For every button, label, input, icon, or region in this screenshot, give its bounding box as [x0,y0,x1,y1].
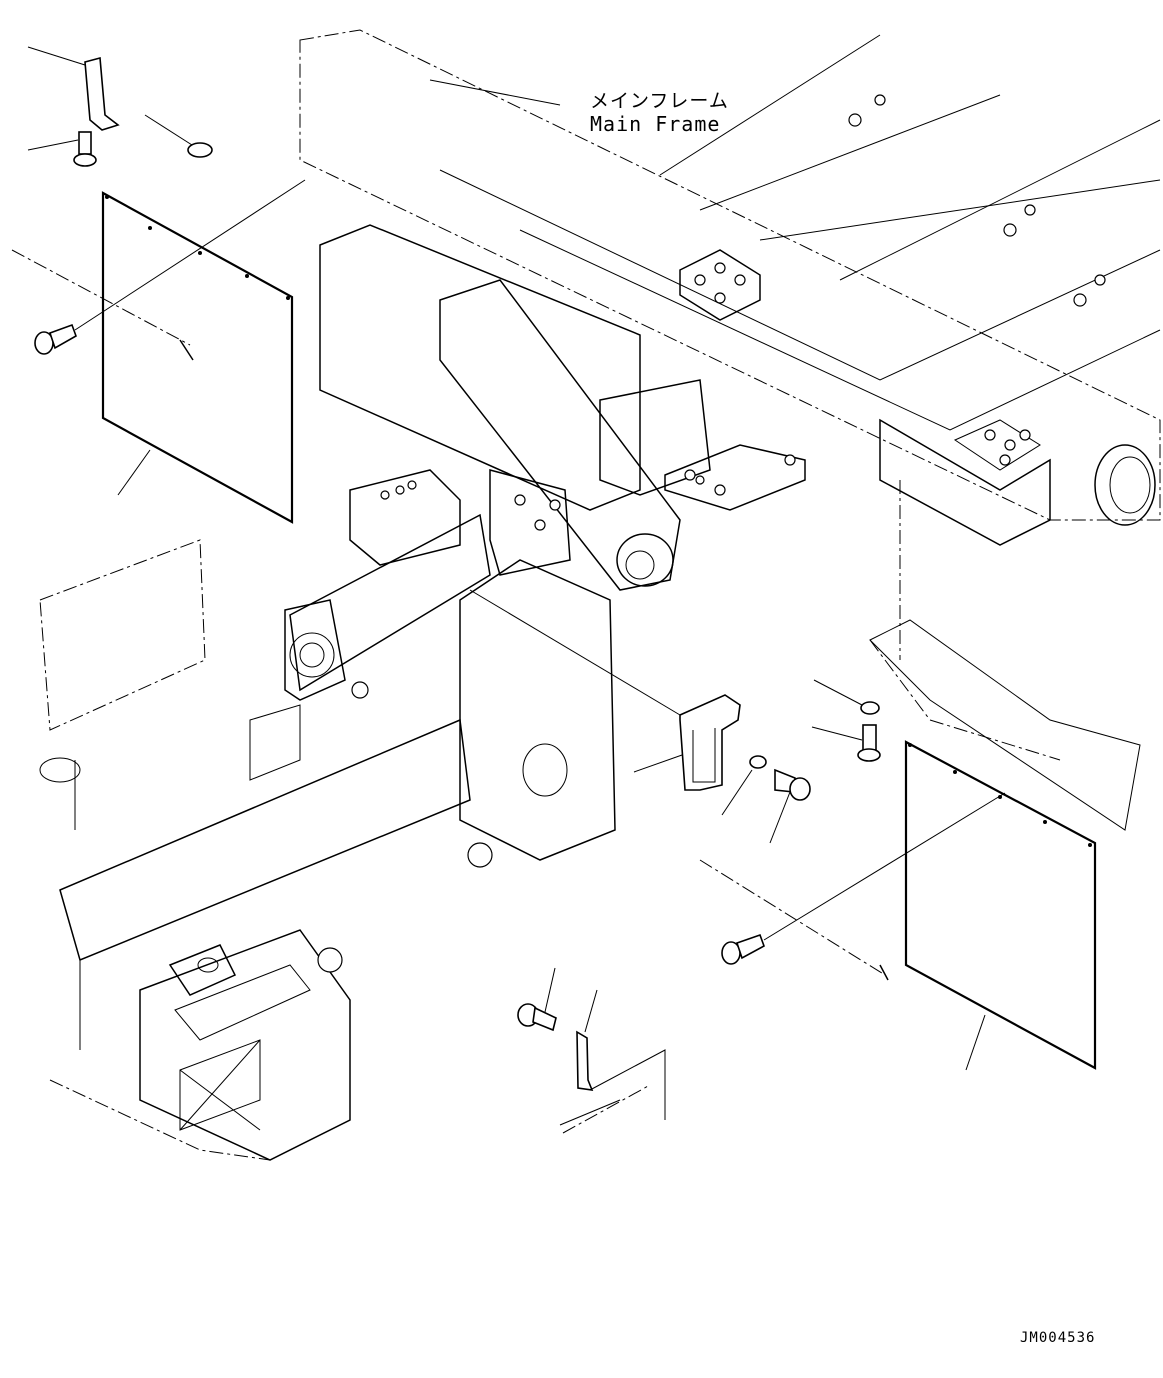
center-frame-body [284,224,806,861]
handle-assembly [469,589,811,844]
bolt-vertical-upper-left [73,131,97,167]
bolt-bottom-center [517,1003,557,1032]
bottom-bracket-assembly [517,967,666,1134]
lower-left-frame [39,539,493,1161]
drawing-id: JM004536 [1020,1330,1096,1346]
main-frame-label-japanese: メインフレーム [590,90,729,112]
bolt-upper-left [34,323,77,355]
bolt-vertical-right [857,724,881,762]
bolt-center [774,768,811,801]
upper-left-cover-panel [11,46,306,524]
lower-right-cover-panel [699,619,1141,1071]
main-frame-label-english: Main Frame [590,112,721,136]
bolt-lower-right [721,933,765,965]
bracket-upper-left [84,56,120,131]
main-frame [299,29,1161,660]
main-frame-label-arrow [429,79,561,106]
